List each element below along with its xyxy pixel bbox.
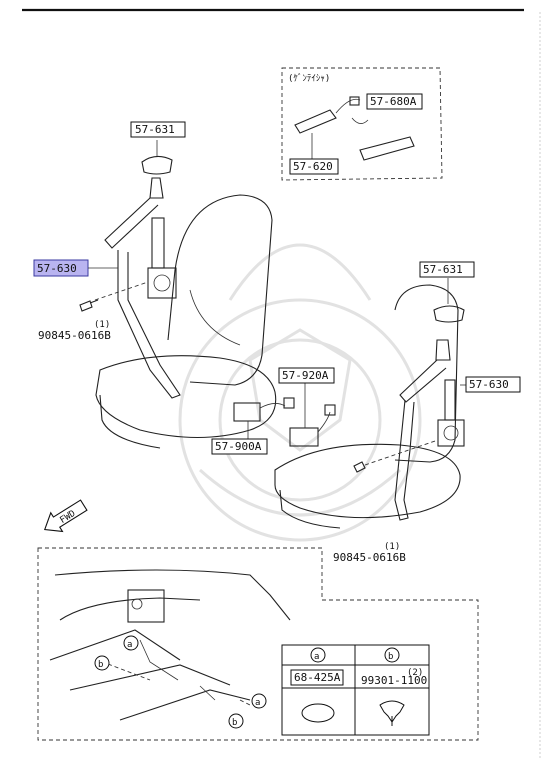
floor-marker-b1: b xyxy=(94,655,110,671)
callout-57-920A-label: 57-920A xyxy=(282,369,329,382)
left-buckle xyxy=(233,397,295,440)
callout-57-630-left-label: 57-630 xyxy=(37,262,77,275)
watermark-crest xyxy=(178,243,422,542)
callout-57-631-right[interactable]: 57-631 xyxy=(419,261,475,278)
callout-57-631-top[interactable]: 57-631 xyxy=(130,121,186,138)
inset-buckles xyxy=(294,96,415,161)
callout-57-920A[interactable]: 57-920A xyxy=(278,367,335,384)
legend-plug-drawing xyxy=(301,703,335,723)
callout-57-630-right[interactable]: 57-630 xyxy=(460,376,521,393)
left-anchor-cover xyxy=(141,140,173,175)
callout-57-680A-label: 57-680A xyxy=(370,95,417,108)
legend-part-b-qty: (2) xyxy=(407,668,423,678)
floor-marker-a1: a xyxy=(123,635,139,651)
right-seat xyxy=(274,284,461,529)
legend-table xyxy=(281,644,430,736)
right-bolt-qty: (1) xyxy=(384,542,400,552)
callout-57-620[interactable]: 57-620 xyxy=(289,158,339,175)
left-seatbelt-assembly xyxy=(79,177,181,399)
callout-57-900A-label: 57-900A xyxy=(215,440,262,453)
legend-clip-drawing xyxy=(379,700,405,726)
inset-label: (ｹﾞﾝﾃｲｼｬ) xyxy=(288,73,330,84)
callout-57-631-right-label: 57-631 xyxy=(423,263,463,276)
right-bolt-part: 90845-0616B xyxy=(333,551,406,564)
fwd-arrow: FWD xyxy=(43,499,88,533)
right-anchor-cover xyxy=(433,278,465,323)
callout-57-680A[interactable]: 57-680A xyxy=(366,93,423,110)
callout-57-630-left[interactable]: 57-630 xyxy=(33,259,118,277)
left-seat xyxy=(95,194,277,449)
svg-text:a: a xyxy=(127,640,132,650)
callout-right-bolt[interactable]: (1) 90845-0616B xyxy=(333,542,406,564)
legend-col-b-symbol: b xyxy=(384,647,400,663)
svg-text:b: b xyxy=(388,652,393,662)
left-bolt-part: 90845-0616B xyxy=(38,329,111,342)
right-buckle xyxy=(289,383,336,447)
callout-left-bolt[interactable]: (1) 90845-0616B xyxy=(38,320,111,342)
inset-box xyxy=(281,67,443,181)
svg-text:b: b xyxy=(98,660,103,670)
callout-57-620-label: 57-620 xyxy=(293,160,333,173)
floor-marker-b2: b xyxy=(228,713,244,729)
legend-part-99301-1100[interactable]: (2) 99301-1100 xyxy=(361,668,427,687)
svg-text:b: b xyxy=(232,718,237,728)
legend-part-a-label: 68-425A xyxy=(294,671,341,684)
floor-marker-a2: a xyxy=(251,693,267,709)
callout-57-630-right-label: 57-630 xyxy=(469,378,509,391)
right-seatbelt-assembly xyxy=(353,339,465,521)
left-bolt-qty: (1) xyxy=(94,320,110,330)
legend-col-a-symbol: a xyxy=(310,647,326,663)
callout-57-900A[interactable]: 57-900A xyxy=(211,438,268,455)
floor-detail-box xyxy=(37,547,479,741)
legend-part-b-label: 99301-1100 xyxy=(361,674,427,687)
legend-part-68-425A[interactable]: 68-425A xyxy=(290,669,344,686)
svg-text:a: a xyxy=(255,698,260,708)
svg-text:a: a xyxy=(314,652,319,662)
callout-57-631-top-label: 57-631 xyxy=(135,123,175,136)
